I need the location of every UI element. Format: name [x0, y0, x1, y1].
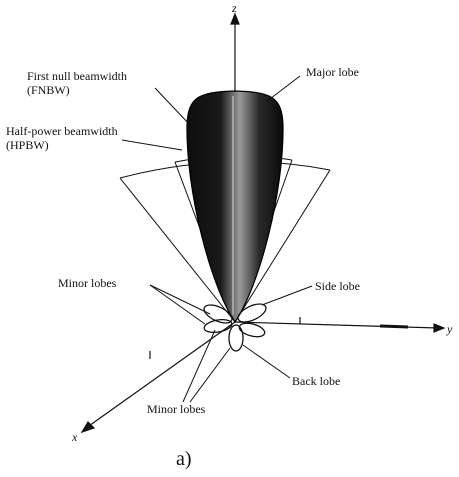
side-lobe-leader: [262, 286, 312, 305]
minor-lobes-bottom-leader-1: [183, 330, 215, 402]
y-axis-arrow: [434, 324, 444, 332]
hpbw-label: Half-power beamwidth: [6, 124, 118, 138]
fnbw-leader: [155, 88, 190, 125]
z-axis-arrow: [231, 14, 239, 24]
y-axis-mark: [380, 326, 408, 327]
hpbw-abbr-label: (HPBW): [6, 138, 49, 152]
major-lobe-label: Major lobe: [306, 65, 359, 79]
minor-lobes-label-left: Minor lobes: [58, 276, 117, 290]
fnbw-abbr-label: (FNBW): [27, 83, 70, 97]
back-lobe-petal: [229, 325, 243, 351]
figure-caption: a): [176, 448, 192, 470]
major-lobe-shape: [187, 91, 283, 322]
z-axis-label: z: [231, 1, 237, 15]
side-lobe-label: Side lobe: [315, 279, 360, 293]
minor-lobes-bottom-leader-2: [190, 348, 230, 402]
fnbw-label: First null beamwidth: [27, 69, 127, 83]
major-lobe-leader: [266, 76, 300, 102]
hpbw-leader: [122, 140, 182, 150]
minor-lobes-label-bottom: Minor lobes: [147, 402, 206, 416]
back-lobe-leader: [243, 345, 290, 378]
minor-lobes-leader-1: [150, 285, 210, 314]
x-axis-label: x: [71, 430, 78, 444]
back-lobe-label: Back lobe: [292, 374, 340, 388]
minor-lobes-leader-2: [150, 285, 205, 324]
y-axis-label: y: [446, 322, 453, 336]
